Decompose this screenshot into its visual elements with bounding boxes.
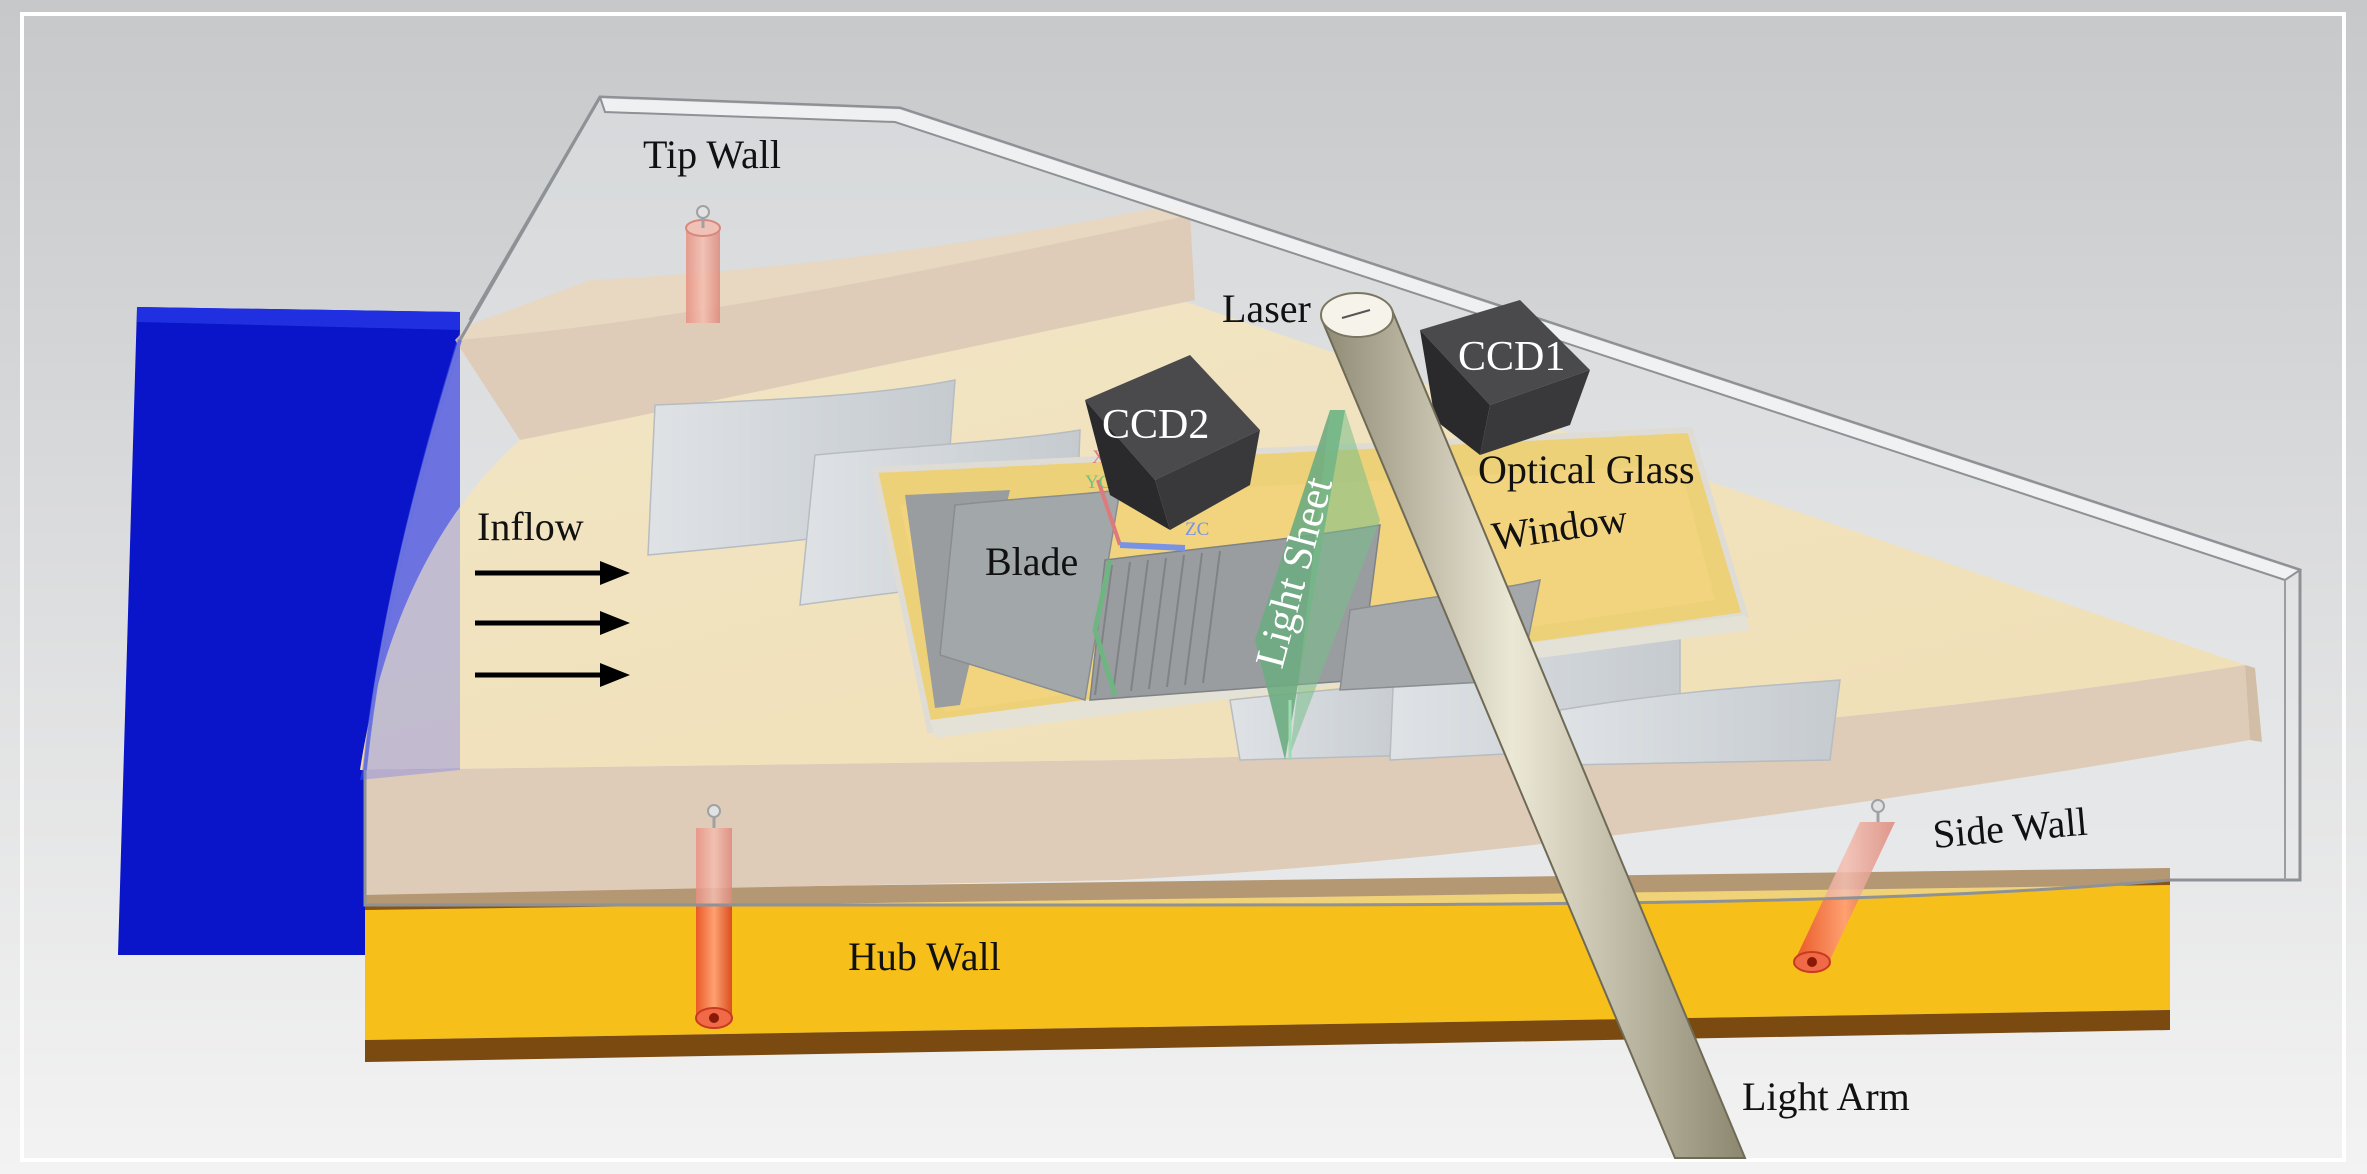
ccd2-label: CCD2 <box>1102 402 1209 448</box>
laser-label: Laser <box>1222 286 1311 331</box>
pressure-tap-tip <box>685 205 721 323</box>
axis-yc-label: YC <box>1085 472 1111 493</box>
inlet-glass <box>360 330 460 780</box>
tip-wall-casing <box>363 95 2303 907</box>
pressure-tap-hub-right <box>1793 799 1895 973</box>
light-arm <box>1320 292 1747 1159</box>
tip-wall-label: Tip Wall <box>643 132 781 177</box>
axis-zc-label: ZC <box>1185 519 1209 540</box>
hub-wall-label: Hub Wall <box>848 934 1001 979</box>
ccd1-label: CCD1 <box>1458 334 1565 380</box>
inflow-label: Inflow <box>477 504 584 549</box>
camera-ccd2: CCD2 <box>1085 355 1260 530</box>
light-sheet <box>1255 410 1380 760</box>
optical-glass-label-line1: Optical Glass <box>1478 447 1695 492</box>
pressure-tap-hub-left <box>695 804 733 1029</box>
camera-ccd1: CCD1 <box>1420 300 1590 455</box>
side-wall-back <box>455 205 1195 440</box>
blade-label: Blade <box>985 539 1078 584</box>
image-frame <box>20 12 2346 1162</box>
hub-wall <box>365 868 2170 1062</box>
inflow-arrows <box>475 561 630 687</box>
light-arm-label: Light Arm <box>1742 1074 1910 1119</box>
blade-hatching <box>1094 550 1221 696</box>
measurement-plane <box>1092 559 1118 696</box>
side-wall-front <box>365 665 2262 895</box>
